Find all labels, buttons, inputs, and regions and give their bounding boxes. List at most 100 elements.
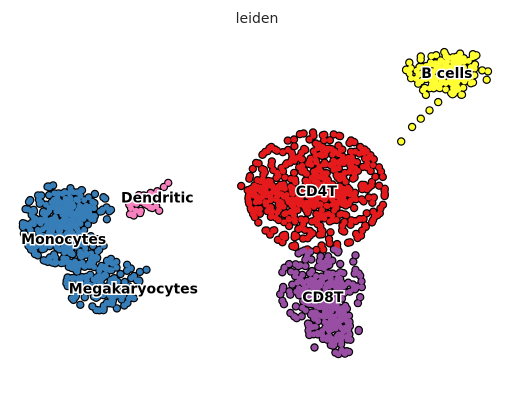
- data-point-megakaryocytes: [76, 260, 83, 267]
- data-point-cd8t: [315, 304, 322, 311]
- data-point-b-cells: [465, 57, 472, 64]
- data-point-monocytes: [70, 189, 77, 196]
- data-point-cd4t: [285, 199, 292, 206]
- data-point-cd4t: [304, 208, 311, 215]
- data-point-cd8t: [330, 291, 337, 298]
- data-point-cd4t: [280, 203, 287, 210]
- data-point-cd4t: [333, 204, 340, 211]
- data-point-cd8t: [310, 284, 317, 291]
- data-point-cd4t: [354, 235, 361, 241]
- data-point-cd4t: [299, 190, 306, 197]
- data-point-cd4t: [348, 217, 355, 224]
- cluster-label-monocytes: Monocytes: [21, 232, 106, 248]
- data-point-cd8t: [314, 312, 321, 319]
- data-point-b-cells: [433, 60, 440, 67]
- data-point-cd4t: [252, 192, 259, 199]
- data-point-monocytes: [85, 194, 92, 201]
- data-point-monocytes: [76, 215, 82, 222]
- data-point-cd4t: [301, 167, 308, 174]
- data-point-cd4t: [352, 148, 359, 155]
- data-point-cd4t: [313, 159, 320, 166]
- data-point-cd4t: [319, 228, 326, 234]
- data-point-cd4t: [267, 231, 274, 238]
- data-point-cd4t: [255, 219, 262, 226]
- data-point-cd4t: [341, 218, 348, 225]
- data-point-monocytes: [54, 206, 61, 213]
- data-point-monocytes: [27, 197, 34, 204]
- data-point-monocytes: [59, 210, 66, 217]
- data-point-dendritic: [154, 188, 161, 195]
- data-point-megakaryocytes: [125, 283, 132, 290]
- data-point-cd4t: [367, 152, 374, 159]
- data-point-monocytes: [49, 259, 56, 266]
- data-point-monocytes: [67, 199, 74, 205]
- data-point-megakaryocytes: [133, 277, 140, 284]
- data-point-cd8t: [295, 250, 302, 257]
- data-point-cd8t: [329, 300, 336, 307]
- data-point-megakaryocytes: [69, 265, 75, 272]
- data-point-cd8t: [343, 348, 350, 355]
- data-point-monocytes: [90, 216, 97, 223]
- data-point-megakaryocytes: [77, 301, 84, 308]
- data-point-cd4t: [265, 182, 272, 189]
- cluster-labels: B cellsCD4TCD8TMonocytesMegakaryocytesDe…: [20, 65, 474, 308]
- data-point-monocytes: [85, 209, 92, 216]
- data-point-monocytes: [68, 229, 75, 236]
- data-point-cd4t: [262, 227, 269, 234]
- data-point-cd8t: [304, 296, 311, 303]
- data-point-cd4t: [370, 208, 377, 215]
- data-point-cd4t: [376, 164, 382, 171]
- data-point-cd4t: [370, 156, 377, 163]
- data-point-cd4t: [291, 169, 298, 176]
- data-point-cd4t: [326, 183, 333, 190]
- data-point-cd4t: [294, 207, 301, 213]
- data-point-b-cells: [471, 72, 478, 79]
- data-point-cd4t: [329, 213, 336, 219]
- data-point-monocytes: [51, 190, 58, 197]
- data-point-cd4t: [291, 143, 298, 150]
- data-point-cd8t: [354, 300, 361, 307]
- cluster-label-dendritic: Dendritic: [121, 190, 194, 206]
- data-point-cd4t: [283, 160, 290, 167]
- data-point-cd8t: [324, 334, 331, 341]
- data-point-cd4t: [279, 149, 286, 156]
- data-point-megakaryocytes: [113, 305, 120, 312]
- data-point-b-cells: [461, 78, 468, 85]
- data-point-monocytes: [106, 208, 113, 215]
- data-point-cd8t: [330, 342, 337, 349]
- data-point-cd4t: [364, 186, 370, 193]
- data-point-cd4t: [320, 183, 327, 190]
- data-point-cd8t: [315, 318, 322, 325]
- data-point-b-cells: [432, 76, 439, 83]
- data-point-b-cells: [433, 65, 440, 72]
- data-point-monocytes: [99, 206, 106, 213]
- data-point-megakaryocytes: [126, 295, 132, 302]
- data-point-cd4t: [369, 199, 376, 206]
- data-point-cd8t: [293, 315, 300, 322]
- data-point-megakaryocytes: [109, 300, 116, 307]
- data-point-megakaryocytes: [113, 258, 120, 265]
- data-point-cd8t: [321, 305, 327, 311]
- data-point-b-cells: [455, 61, 462, 68]
- data-point-cd4t: [284, 137, 291, 144]
- data-point-cd4t: [376, 182, 383, 189]
- data-point-cd8t: [277, 291, 284, 298]
- data-point-b-cells: [445, 64, 452, 71]
- data-point-b-cells: [455, 86, 462, 93]
- data-point-monocytes: [25, 242, 32, 249]
- data-point-cd4t: [315, 194, 322, 201]
- data-point-monocytes: [39, 243, 46, 250]
- data-point-monocytes: [39, 210, 46, 217]
- data-point-cd4t: [333, 217, 340, 223]
- data-point-b-cells: [423, 76, 429, 82]
- data-point-cd4t: [327, 229, 334, 236]
- data-point-cd4t: [342, 211, 348, 218]
- data-point-cd4t: [279, 239, 286, 246]
- data-point-cd4t: [270, 187, 277, 194]
- data-point-cd8t: [316, 289, 322, 296]
- data-point-monocytes: [45, 183, 52, 190]
- data-point-cd4t: [339, 146, 346, 153]
- data-point-cd4t: [306, 136, 313, 143]
- data-point-b-cells: [442, 86, 449, 93]
- data-point-cd4t: [322, 195, 329, 202]
